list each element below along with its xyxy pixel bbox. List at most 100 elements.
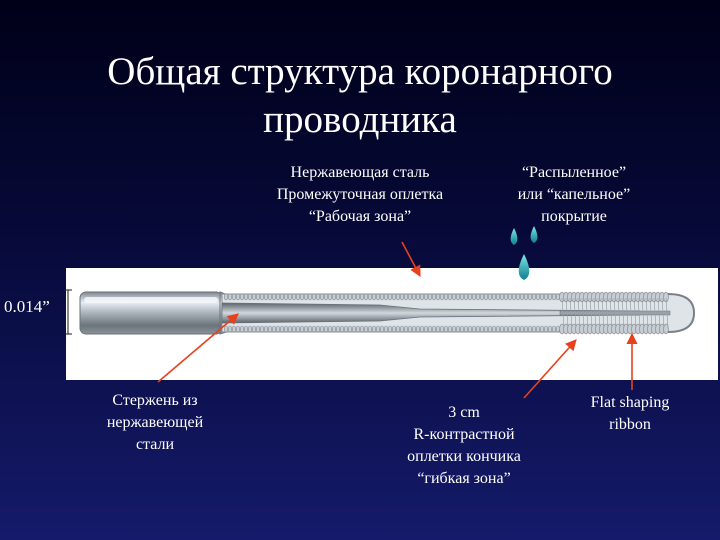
coil-turn-bottom — [267, 325, 273, 333]
coil-turn-bottom — [471, 325, 477, 333]
coil-turn-bottom — [383, 325, 389, 333]
slide-title: Общая структура коронарного проводника — [0, 48, 720, 144]
coil-turn-top — [231, 293, 237, 301]
coil-turn-top — [323, 293, 329, 301]
coil-turn-top — [519, 293, 525, 301]
coil-turn-bottom — [351, 325, 357, 333]
coil-turn-bottom — [299, 325, 305, 333]
core-label-line-2: нержавеющей — [106, 414, 204, 431]
coil-turn-side — [605, 297, 609, 329]
coil-turn-top — [251, 293, 257, 301]
coil-turn-bottom — [291, 325, 297, 333]
coil-turn-bottom — [459, 325, 465, 333]
coil-turn-bottom — [539, 325, 545, 333]
coil-turn-bottom — [231, 325, 237, 333]
coil-turn-bottom — [339, 325, 345, 333]
coil-turn-top — [511, 293, 517, 301]
coil-turn-bottom — [223, 325, 229, 333]
gauge-label: 0.014” — [4, 297, 50, 316]
coil-turn-top — [267, 293, 273, 301]
slide-title-line-2: проводника — [263, 98, 457, 141]
coil-turn-top — [443, 293, 449, 301]
coil-turn-bottom — [447, 325, 453, 333]
coil-turn-bottom — [411, 325, 417, 333]
coil-turn-top — [535, 293, 541, 301]
materials-label-line-1: Нержавеющая сталь — [290, 164, 430, 181]
coil-turn-bottom — [535, 325, 541, 333]
coil-turn-top — [503, 293, 509, 301]
coil-turn-top — [427, 293, 433, 301]
coil-turn-bottom — [307, 325, 313, 333]
coil-turn-top — [495, 293, 501, 301]
coil-turn-top — [483, 293, 489, 301]
coil-turn-side — [661, 297, 665, 329]
coil-turn-top — [315, 293, 321, 301]
coil-turn-bottom — [275, 325, 281, 333]
coil-turn-bottom — [287, 325, 293, 333]
coil-turn-top — [439, 293, 445, 301]
coil-turn-top — [355, 293, 361, 301]
coil-turn-top — [435, 293, 441, 301]
coil-turn-top — [255, 293, 261, 301]
coil-turn-top — [447, 293, 453, 301]
coil-turn-bottom — [243, 325, 249, 333]
coil-turn-bottom — [443, 325, 449, 333]
coil-turn-top — [395, 293, 401, 301]
coil-turn-top — [543, 293, 549, 301]
coil-turn-top — [387, 293, 393, 301]
coating-label-line-2: или “капельное” — [517, 186, 631, 203]
coil-turn-side — [653, 297, 657, 329]
coil-turn-bottom — [263, 325, 269, 333]
coil-turn-bottom — [359, 325, 365, 333]
coil-turn-bottom — [427, 325, 433, 333]
coil-turn-bottom — [483, 325, 489, 333]
coil-turn-top — [403, 293, 409, 301]
coil-turn-side — [593, 297, 597, 329]
coil-turn-top — [299, 293, 305, 301]
core-label: Стержень из нержавеющей стали — [82, 390, 228, 456]
coil-turn-top — [331, 293, 337, 301]
coil-turn-top — [239, 293, 245, 301]
coil-turn-top — [367, 293, 373, 301]
coil-turn-top — [547, 293, 553, 301]
coil-turn-top — [307, 293, 313, 301]
coil-turn-bottom — [507, 325, 513, 333]
coil-turn-bottom — [331, 325, 337, 333]
atraumatic-tip — [667, 293, 696, 333]
coil-turn-bottom — [487, 325, 493, 333]
coil-turn-bottom — [511, 325, 517, 333]
coil-turn-top — [263, 293, 269, 301]
coil-turn-top — [227, 293, 233, 301]
ribbon-label-line-2: ribbon — [609, 416, 651, 433]
core-label-line-3: стали — [135, 436, 175, 453]
coating-drops — [510, 226, 538, 280]
coil-turn-side — [633, 297, 637, 329]
coil-turn-top — [347, 293, 353, 301]
coil-turn-bottom — [491, 325, 497, 333]
coil-turn-bottom — [387, 325, 393, 333]
coil-turn-bottom — [311, 325, 317, 333]
coil-turn-bottom — [519, 325, 525, 333]
coil-turn-bottom — [367, 325, 373, 333]
coil-turn-bottom — [335, 325, 341, 333]
coil-turn-top — [343, 293, 349, 301]
coil-turn-bottom — [451, 325, 457, 333]
coil-turn-top — [291, 293, 297, 301]
coil-turn-bottom — [463, 325, 469, 333]
coil-turn-side — [637, 297, 641, 329]
coil-turn-top — [223, 293, 229, 301]
coil-turn-side — [577, 297, 581, 329]
coil-turn-bottom — [327, 325, 333, 333]
arrow-tip-coil — [523, 339, 577, 399]
coil-turn-side — [597, 297, 601, 329]
coil-turn-top — [487, 293, 493, 301]
coil-turn-top — [411, 293, 417, 301]
coil-turn-bottom — [555, 325, 561, 333]
coil-turn-bottom — [395, 325, 401, 333]
coil-turn-bottom — [479, 325, 485, 333]
coil-turn-top — [507, 293, 513, 301]
coil-turn-top — [407, 293, 413, 301]
coil-turn-top — [419, 293, 425, 301]
coil-turn-bottom — [323, 325, 329, 333]
coil-turn-side — [613, 297, 617, 329]
